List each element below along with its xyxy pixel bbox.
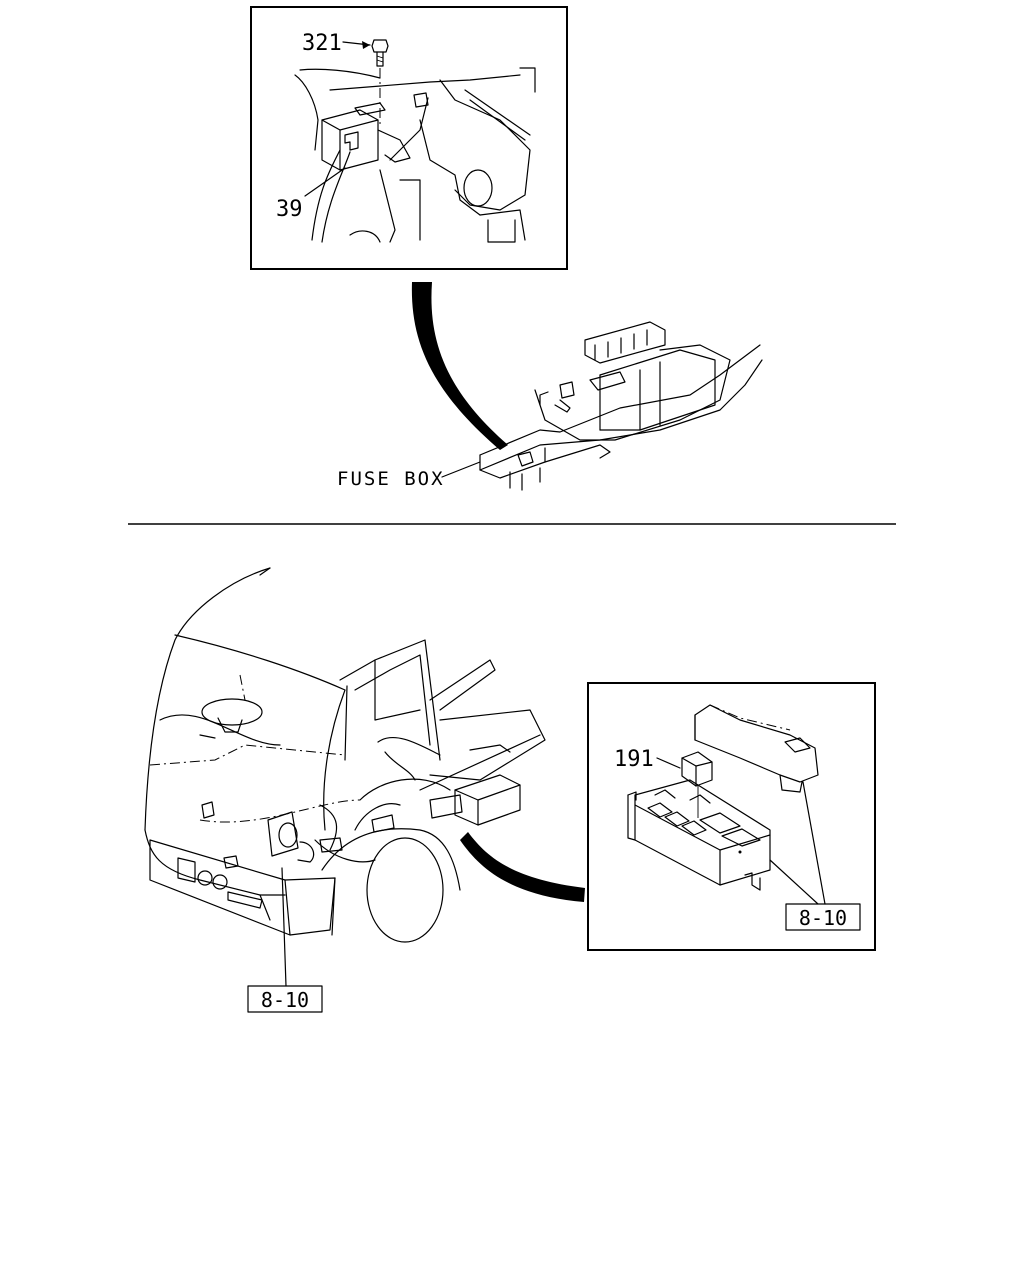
fuse-box-drawing bbox=[479, 321, 763, 491]
leader-39 bbox=[304, 167, 346, 197]
bolt-321-drawing bbox=[371, 39, 389, 128]
ref-box-detail bbox=[785, 903, 861, 931]
callout-ref-detail: 8-10 bbox=[799, 906, 847, 930]
leader-fuse-box bbox=[441, 461, 481, 478]
relay-39-drawing bbox=[321, 109, 411, 171]
callout-fuse-box: FUSE BOX bbox=[337, 468, 445, 490]
leader-ref-detail-1 bbox=[802, 781, 826, 905]
inset-frame bbox=[250, 6, 568, 270]
bottom-detail-inset: 8-10 191 bbox=[587, 682, 876, 951]
detail-pointer-bottom bbox=[460, 832, 585, 902]
callout-39: 39 bbox=[276, 197, 303, 222]
leader-191 bbox=[656, 757, 681, 769]
leader-ref-main bbox=[281, 867, 287, 987]
dash-panel-drawing bbox=[294, 67, 536, 243]
ref-box-main bbox=[247, 985, 323, 1013]
callout-321: 321 bbox=[302, 31, 342, 56]
fuse-box-base-drawing bbox=[627, 779, 771, 891]
callout-ref-main: 8-10 bbox=[261, 988, 309, 1012]
top-detail-inset: 321 39 bbox=[250, 6, 568, 270]
callout-191: 191 bbox=[614, 747, 654, 772]
detail-pointer-top bbox=[411, 282, 508, 450]
leader-321-arrow bbox=[362, 41, 370, 49]
fuse-box-cover-drawing bbox=[694, 704, 819, 793]
relay-191-drawing bbox=[681, 751, 713, 787]
leader-ref-detail-2 bbox=[769, 859, 819, 905]
truck-cab-drawing bbox=[144, 567, 546, 943]
inset-frame-bottom bbox=[587, 682, 876, 951]
